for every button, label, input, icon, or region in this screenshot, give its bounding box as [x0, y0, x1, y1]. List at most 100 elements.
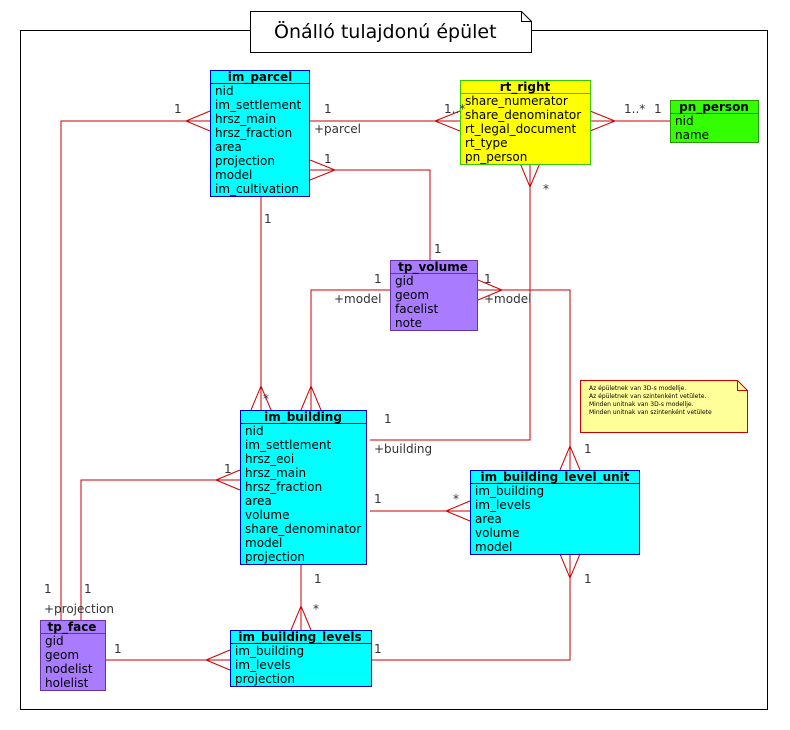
attr: projection — [215, 154, 275, 168]
multiplicity-label: 1 — [224, 462, 232, 476]
attr: nid — [675, 114, 694, 128]
title-tab: Önálló tulajdonú épület — [250, 11, 532, 53]
attr: hrsz_fraction — [215, 126, 292, 140]
class-im-building: im_building nid im_settlement hrsz_eoi h… — [240, 410, 367, 565]
attr: im_building — [235, 644, 304, 658]
class-pn-person: pn_person nid name — [670, 100, 759, 143]
assoc-right-building — [370, 163, 531, 441]
crowfoot-unit-top — [559, 444, 581, 471]
attr: projection — [235, 672, 295, 686]
attr: volume — [475, 526, 519, 540]
multiplicity-label: 1 — [584, 572, 592, 586]
class-name: im_parcel — [228, 70, 293, 85]
note-line: Minden unitnak van 3D-s modellje. — [589, 401, 694, 408]
class-tp-volume: tp_volume gid geom facelist note — [390, 260, 478, 331]
attr: nid — [215, 84, 234, 98]
diagram-title: Önálló tulajdonú épület — [274, 20, 497, 43]
multiplicity-label: 1 — [654, 102, 662, 116]
multiplicity-label: 1 — [44, 582, 52, 596]
diagram-frame — [20, 30, 768, 710]
attr: share_numerator — [465, 94, 568, 108]
multiplicity-label: * — [453, 492, 459, 506]
crowfoot-building-parcel — [250, 384, 272, 411]
attr: im_settlement — [215, 98, 301, 112]
attr: geom — [45, 648, 79, 662]
attr: nid — [245, 424, 264, 438]
labels: 1 1 +parcel 1..* 1..* 1 * 1 1 1 1 +model… — [44, 102, 662, 656]
class-name: tp_volume — [398, 260, 468, 275]
crowfoot-levels-building — [290, 604, 312, 631]
multiplicity-label: 1 — [384, 412, 392, 426]
attr: im_settlement — [245, 438, 331, 452]
class-name: im_building_level_unit — [480, 470, 629, 485]
attr: area — [245, 494, 272, 508]
attr: note — [395, 316, 422, 330]
class-im-building-levels: im_building_levels im_building im_levels… — [230, 630, 372, 687]
role-label: +model — [334, 292, 381, 306]
attr: gid — [45, 634, 64, 648]
role-label: +parcel — [314, 122, 361, 136]
attr: holelist — [45, 676, 89, 690]
assoc-building-face — [80, 479, 240, 620]
assoc-parcel-face — [60, 120, 210, 620]
role-label: +building — [374, 442, 432, 456]
note: Az épületnek van 3D-s modellje. Az épüle… — [580, 380, 748, 433]
crowfoot-building-volume — [300, 384, 322, 411]
multiplicity-label: 1 — [434, 242, 442, 256]
attr: model — [215, 168, 252, 182]
crowfoot-parcel-left — [184, 110, 211, 132]
multiplicity-label: 1..* — [624, 102, 645, 116]
multiplicity-label: 1 — [324, 102, 332, 116]
attr: model — [475, 540, 512, 554]
assoc-levels-unit — [372, 554, 571, 661]
attr: share_denominator — [245, 522, 361, 536]
attr: model — [245, 536, 282, 550]
attr: hrsz_fraction — [245, 480, 322, 494]
multiplicity-label: 1..* — [444, 102, 465, 116]
class-name: tp_face — [48, 620, 97, 635]
multiplicity-label: 1 — [314, 572, 322, 586]
attr: im_levels — [475, 498, 531, 512]
role-label: +projection — [44, 602, 114, 616]
crowfoot-unit-building — [444, 500, 471, 522]
multiplicity-label: 1 — [484, 272, 492, 286]
crowfoot-volume-right — [477, 279, 504, 301]
attr: name — [675, 128, 709, 142]
class-name: im_building — [264, 410, 342, 425]
multiplicity-label: * — [263, 392, 269, 406]
attr: area — [475, 512, 502, 526]
crowfoot-right-building — [519, 162, 541, 189]
class-name: rt_right — [500, 80, 551, 95]
multiplicity-label: 1 — [324, 152, 332, 166]
multiplicity-label: 1 — [584, 442, 592, 456]
class-rt-right: rt_right share_numerator share_denominat… — [460, 80, 591, 165]
crowfoot-levels-face — [204, 649, 231, 671]
multiplicity-label: 1 — [374, 642, 382, 656]
note-line: Az épületnek van 3D-s modellje. — [589, 385, 686, 392]
attr: pn_person — [465, 150, 527, 164]
attr: geom — [395, 288, 429, 302]
attr: projection — [245, 550, 305, 564]
crowfoot-unit-bottom — [559, 553, 581, 580]
attr: gid — [395, 274, 414, 288]
attr: facelist — [395, 302, 438, 316]
class-im-parcel: im_parcel nid im_settlement hrsz_main hr… — [210, 70, 310, 197]
multiplicity-label: 1 — [84, 582, 92, 596]
crowfoot-parcel-volume — [309, 159, 337, 181]
assoc-volume-building — [310, 289, 390, 410]
multiplicity-label: 1 — [174, 102, 182, 116]
multiplicity-label: * — [313, 602, 319, 616]
crowfoot-right-person — [589, 110, 617, 132]
note-line: Az épületnek van szintenként vetülete. — [589, 393, 706, 400]
attr: rt_legal_document — [465, 122, 577, 136]
attr: volume — [245, 508, 289, 522]
multiplicity-label: 1 — [264, 212, 272, 226]
crowfoot-right-parcel — [433, 110, 461, 132]
attr: im_building — [475, 484, 544, 498]
attr: area — [215, 140, 242, 154]
assoc-parcel-volume — [310, 169, 431, 260]
attr: im_levels — [235, 658, 291, 672]
note-line: Minden unitnak van szintenként vetülete — [589, 409, 712, 416]
multiplicity-label: 1 — [374, 492, 382, 506]
class-tp-face: tp_face gid geom nodelist holelist — [40, 620, 106, 691]
